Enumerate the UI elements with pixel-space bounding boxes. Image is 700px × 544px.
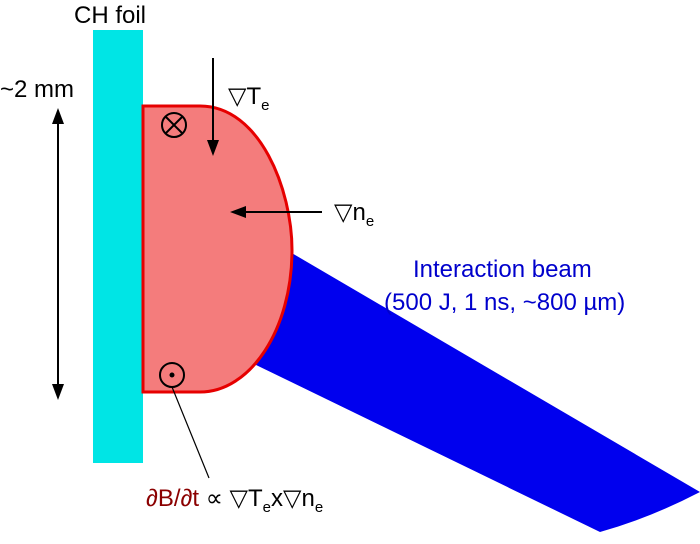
- grad-ne-arrow: [230, 206, 322, 218]
- beam-label-line1: Interaction beam: [413, 256, 592, 283]
- beam-label-line2: (500 J, 1 ns, ~800 µm): [384, 289, 625, 316]
- size-label: ~2 mm: [0, 76, 74, 103]
- formula-rhs-a-subscript: e: [263, 499, 271, 516]
- grad-ne-symbol: ▽n: [334, 199, 366, 226]
- plasma-plume: [141, 104, 294, 394]
- formula-lhs: ∂B/∂t: [146, 485, 199, 512]
- interaction-beam: [250, 252, 700, 532]
- formula-label: ∂B/∂t ∝ ▽Tex▽ne: [146, 485, 323, 516]
- formula-rhs-a: ∝ ▽T: [199, 485, 263, 512]
- grad-te-subscript: e: [261, 97, 269, 114]
- grad-ne-label: ▽ne: [334, 199, 374, 230]
- ch-foil: [93, 30, 143, 463]
- grad-te-arrow: [207, 58, 219, 156]
- grad-ne-subscript: e: [366, 213, 374, 230]
- size-double-arrow: [52, 108, 64, 400]
- grad-te-symbol: ▽T: [228, 83, 261, 110]
- grad-te-label: ▽Te: [228, 83, 269, 114]
- formula-leader-line: [171, 386, 210, 479]
- formula-rhs-b: x▽n: [271, 485, 315, 512]
- field-into-page-icon: [161, 112, 187, 138]
- foil-label: CH foil: [74, 2, 146, 29]
- formula-rhs-b-subscript: e: [315, 499, 323, 516]
